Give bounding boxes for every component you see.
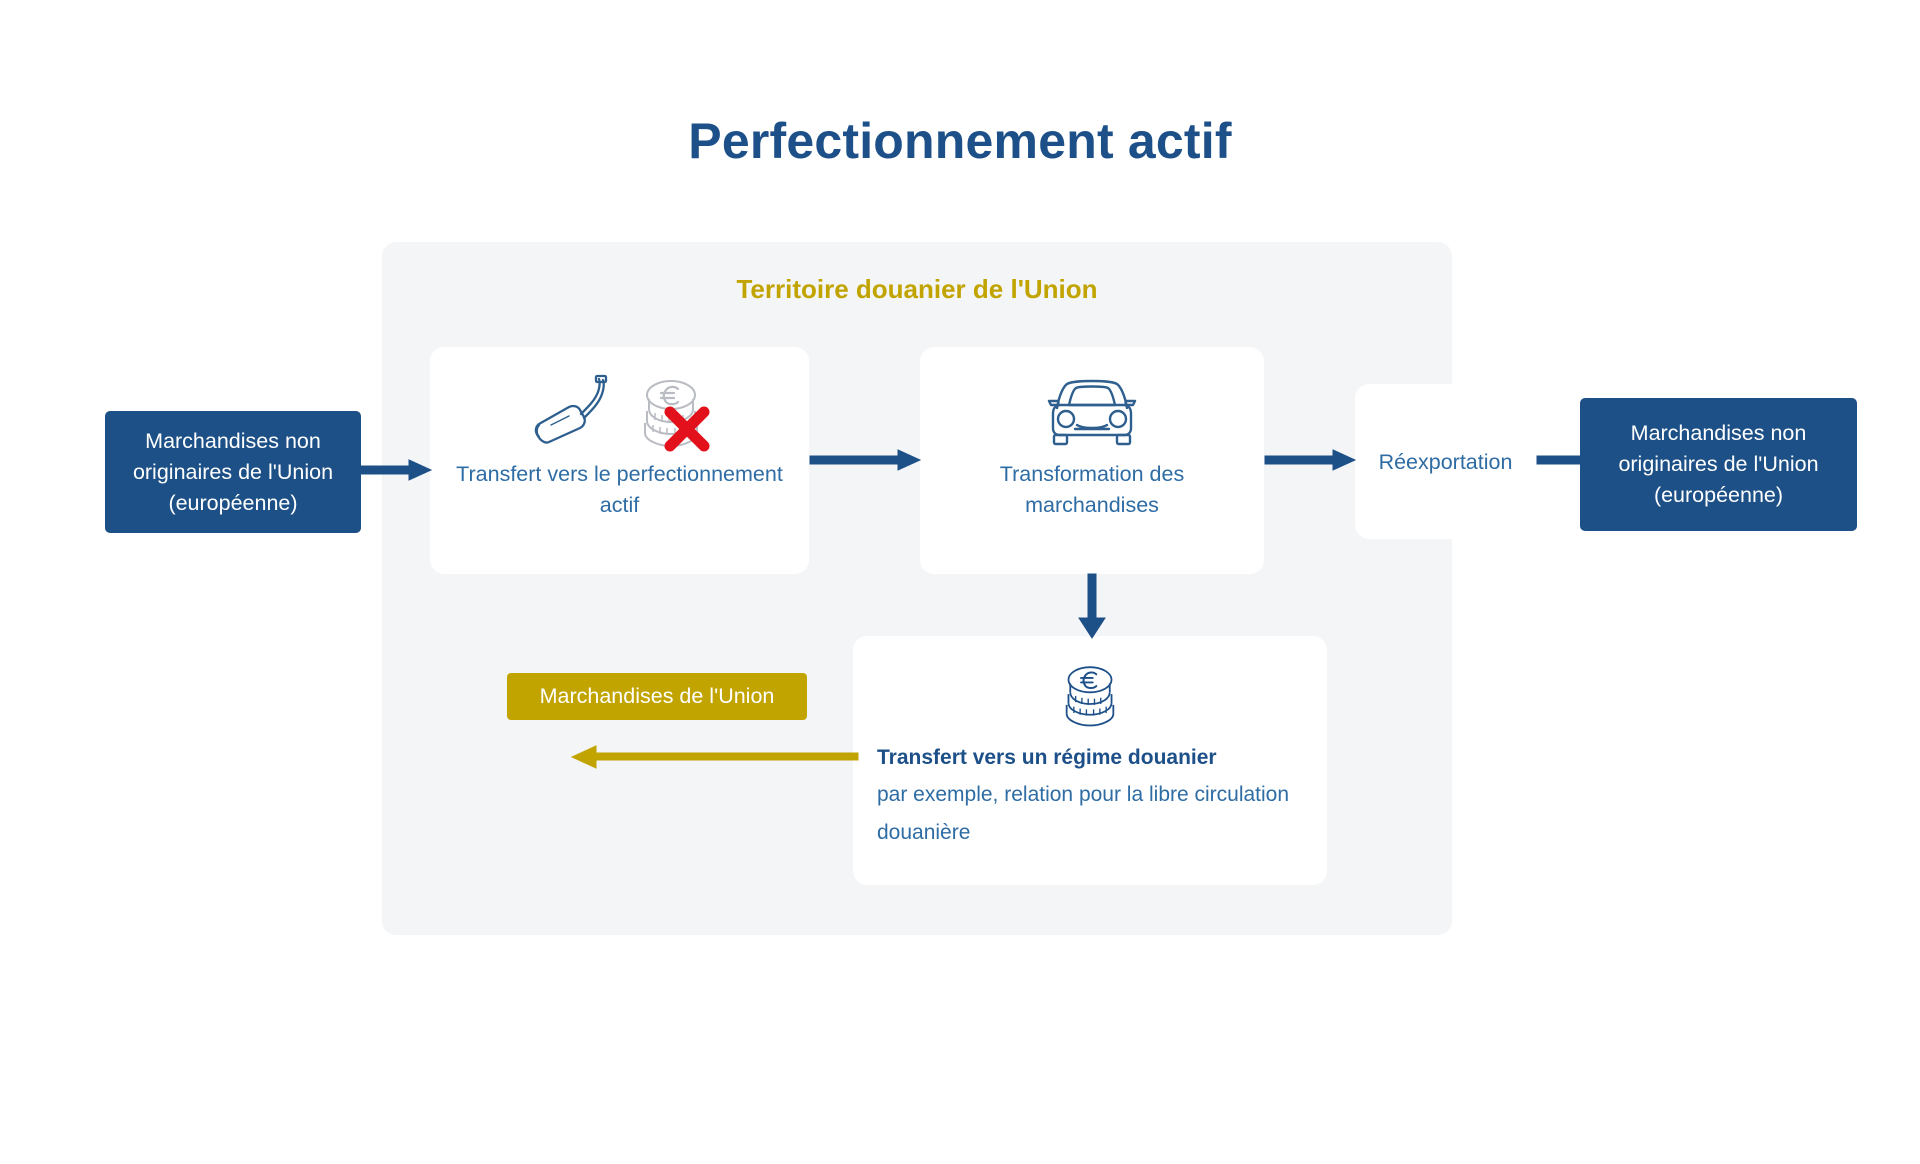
- arrow-card2-down: [1078, 573, 1106, 639]
- union-goods-label: Marchandises de l'Union: [507, 673, 807, 720]
- card-transfer-inward-processing-label: Transfert vers le perfectionnement actif: [456, 462, 783, 517]
- goods-out-box: Marchandises non originaires de l'Union …: [1580, 398, 1857, 531]
- goods-in-label: Marchandises non originaires de l'Union …: [132, 428, 334, 515]
- euro-coins-icon: [631, 373, 711, 452]
- page-title: Perfectionnement actif: [688, 113, 1232, 169]
- euro-coins-icon: [1054, 660, 1126, 730]
- card-customs-regime: Transfert vers un régime douanier par ex…: [853, 636, 1327, 885]
- card-customs-regime-subtitle: par exemple, relation pour la libre circ…: [877, 783, 1290, 844]
- arrow-reexport-out: [1536, 455, 1582, 465]
- car-icon: [1033, 374, 1151, 450]
- goods-out-label: Marchandises non originaires de l'Union …: [1618, 421, 1819, 507]
- card-icon-row: [853, 658, 1327, 732]
- arrow-card2-reexport: [1264, 449, 1357, 471]
- arrow-in: [360, 459, 433, 481]
- card-reexport-label: Réexportation: [1378, 449, 1513, 474]
- card-transfer-inward-processing: Transfert vers le perfectionnement actif: [430, 347, 809, 574]
- card-icon-row: [920, 369, 1264, 455]
- arrow-card1-card2: [809, 449, 922, 471]
- card-transform-goods: Transformation des marchandises: [920, 347, 1264, 574]
- red-cross-icon: [664, 406, 709, 452]
- union-goods-text: Marchandises de l'Union: [539, 684, 775, 708]
- card-transform-goods-label: Transformation des marchandises: [999, 462, 1185, 517]
- exhaust-pipe-icon: [529, 374, 617, 450]
- goods-in-box: Marchandises non originaires de l'Union …: [105, 411, 361, 533]
- territory-heading: Territoire douanier de l'Union: [736, 274, 1098, 304]
- card-reexport: Réexportation: [1355, 384, 1536, 539]
- arrow-customs-left: [570, 745, 859, 769]
- card-customs-regime-title: Transfert vers un régime douanier: [877, 746, 1217, 769]
- card-icon-row: [430, 369, 809, 455]
